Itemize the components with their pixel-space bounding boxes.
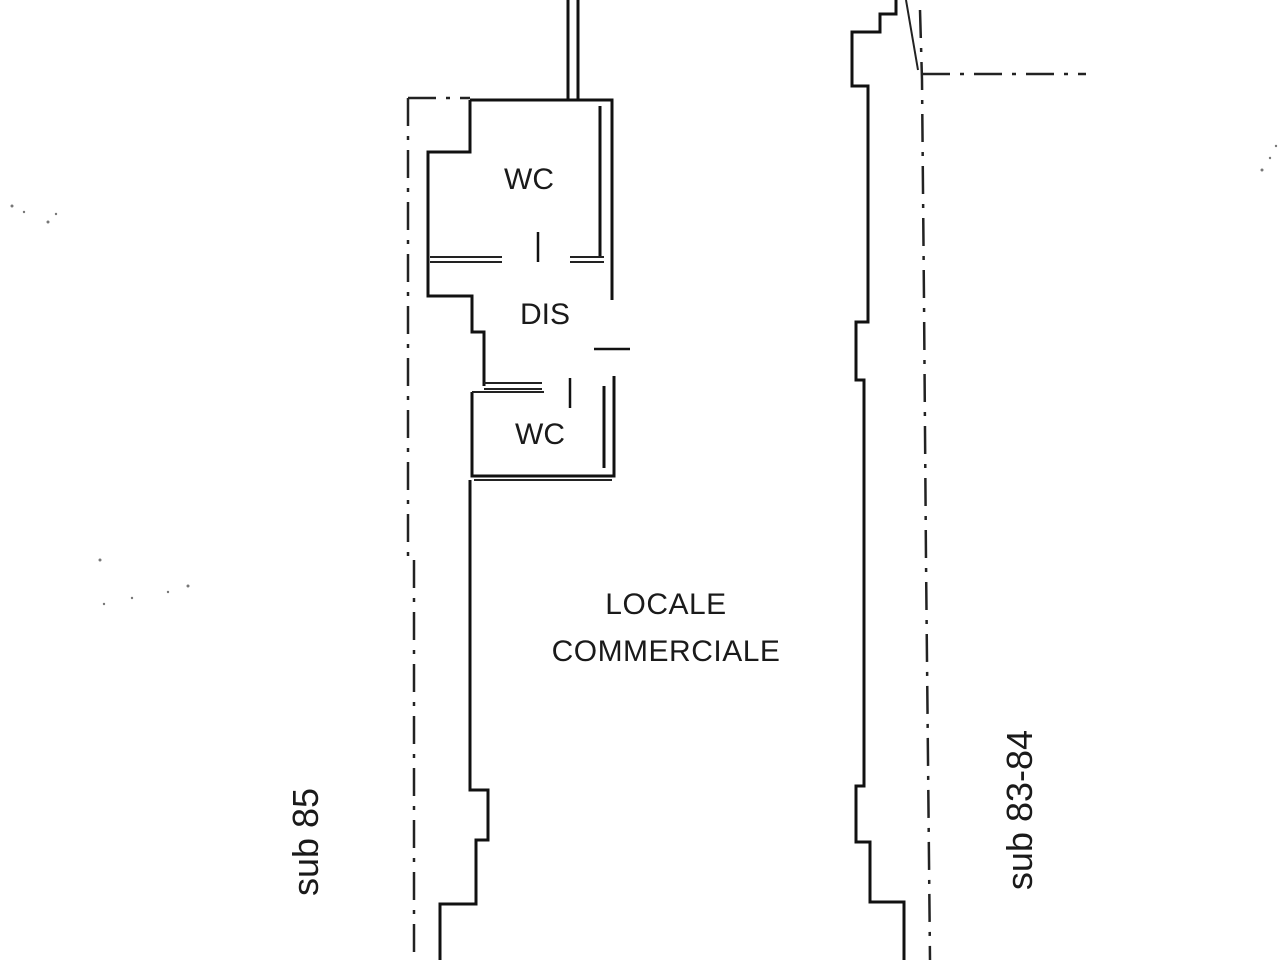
lower-wc-walls — [470, 376, 616, 481]
wc-upper-label: WC — [504, 163, 554, 196]
wc-lower-label: WC — [515, 418, 565, 451]
dis-label: DIS — [520, 298, 570, 331]
neighbor-right-label: sub 83-84 — [999, 730, 1040, 890]
right-main-wall — [850, 0, 919, 960]
left-main-wall — [438, 480, 490, 960]
right-property-boundary — [918, 9, 1086, 960]
main-room-label-line1: LOCALE — [605, 588, 726, 621]
main-room-label-line2: COMMERCIALE — [552, 635, 781, 668]
scan-specks — [10, 144, 1278, 606]
entry-corridor-walls — [566, 0, 580, 100]
neighbor-left-label: sub 85 — [285, 788, 326, 896]
upper-wc-walls — [426, 98, 614, 386]
left-property-boundary — [406, 96, 470, 960]
